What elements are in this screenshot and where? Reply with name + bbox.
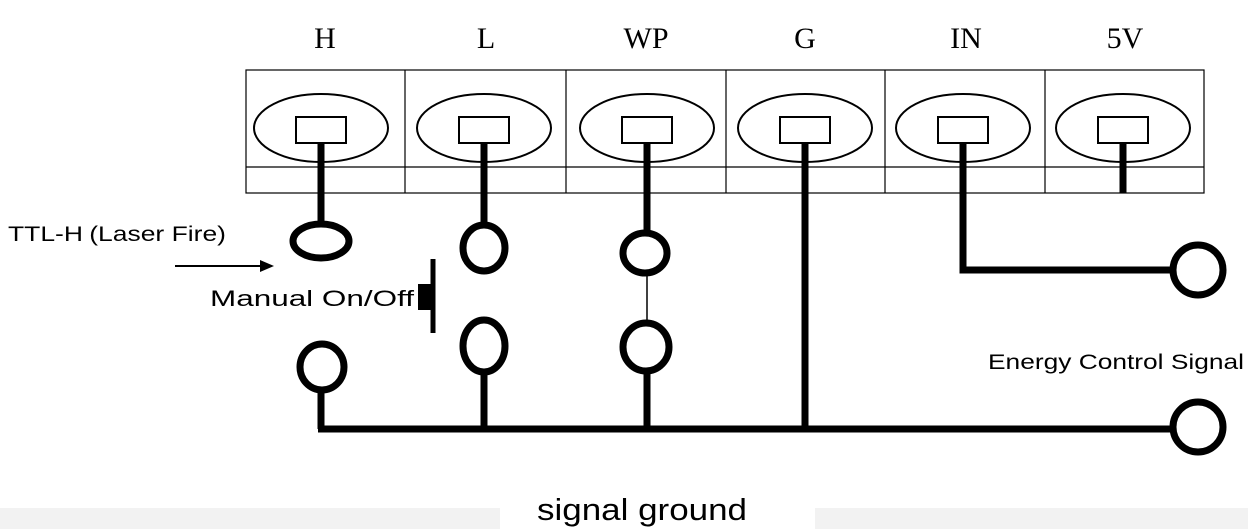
screw-terminal-wp: [579, 93, 715, 163]
terminal-label-h: H: [314, 22, 336, 55]
wires: [317, 143, 1177, 433]
bottom-band-left: [0, 508, 500, 529]
terminal-label-in: IN: [950, 22, 982, 55]
ttl-label-suffix: (Laser Fire): [89, 223, 226, 246]
terminal-label-5v: 5V: [1107, 22, 1144, 55]
manual-on-off-label: Manual On/Off: [210, 286, 415, 311]
terminal-label-l: L: [477, 22, 495, 55]
manual-switch-icon: [418, 259, 436, 333]
screw-terminal-in: [895, 93, 1031, 163]
terminal-label-g: G: [794, 22, 816, 55]
wire-loops: [289, 220, 1227, 456]
bottom-band-right: [815, 508, 1248, 529]
arrow-icon: [175, 260, 274, 272]
signal-ground-label: signal ground: [537, 492, 747, 527]
terminal-block: [245, 69, 1205, 194]
ttl-label-prefix: TTL-H: [8, 223, 83, 246]
energy-control-label: Energy Control Signal: [988, 351, 1244, 374]
ttl-label: TTL-H (Laser Fire): [8, 223, 226, 246]
terminal-label-wp: WP: [624, 22, 669, 55]
